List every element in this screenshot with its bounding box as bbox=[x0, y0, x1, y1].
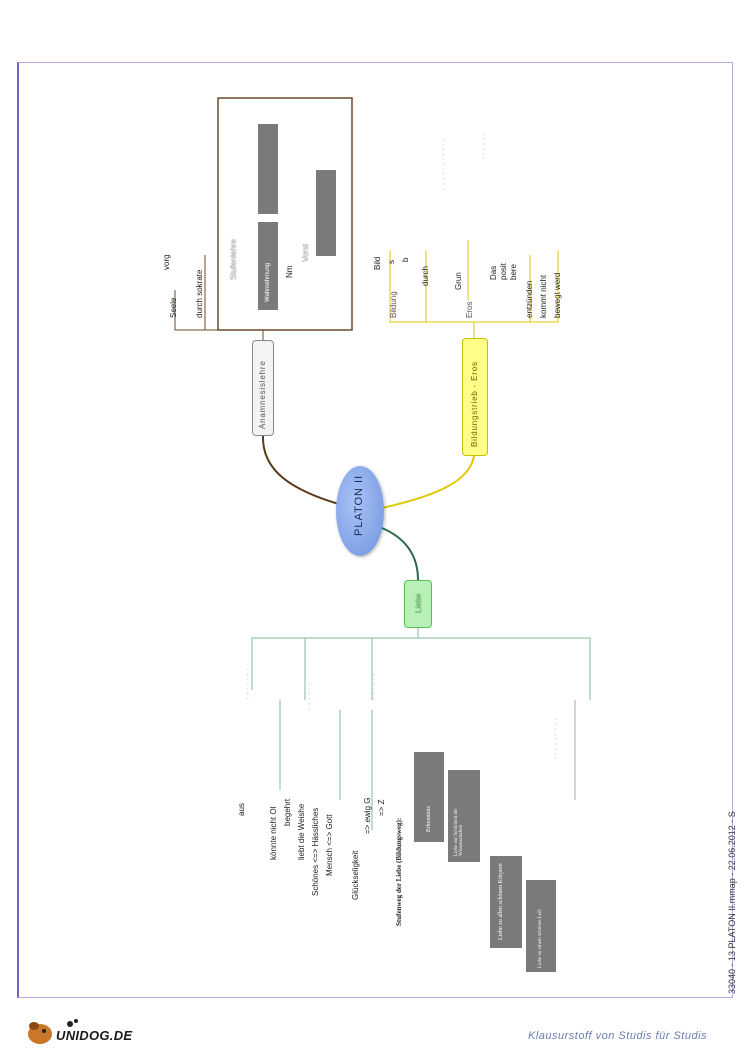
center-label: PLATON II bbox=[353, 474, 365, 536]
liebe-koenne: könnte nicht Ol bbox=[269, 806, 278, 860]
anamnesis-dark-box-3 bbox=[316, 170, 336, 256]
branch-anamnesis-label: Anamnesislehre bbox=[258, 360, 267, 429]
eros-item-1: Bild bbox=[373, 256, 382, 270]
liebe-blur-3: · · · · · · bbox=[369, 672, 378, 700]
eros-bewegt: bewegt werd bbox=[553, 272, 562, 318]
eros-grund: Grun bbox=[454, 272, 463, 290]
branch-liebe-label: Liebe bbox=[414, 593, 423, 613]
anamnesis-box-sub1: Wahrnehmung bbox=[265, 262, 271, 302]
eros-blur-text-2: · · · · · · bbox=[479, 132, 488, 160]
liebe-glueck: Glückseligkeit bbox=[351, 850, 360, 900]
eros-item-2: s bbox=[387, 260, 396, 264]
page-frame bbox=[17, 62, 733, 998]
unidog-logo bbox=[28, 1019, 78, 1044]
liebe-stufenweg: Stufenweg der Liebe (Bildungsweg): bbox=[395, 817, 403, 926]
branch-anamnesis[interactable]: Anamnesislehre bbox=[252, 340, 274, 436]
eros-item-3: b bbox=[401, 257, 410, 262]
eros-eros: Eros bbox=[465, 301, 474, 318]
anamnesis-box-title: Stufenlehre bbox=[229, 239, 238, 280]
eros-blur-text-1: · · · · · · · · · · · bbox=[439, 138, 448, 190]
liebe-z: => Z bbox=[377, 799, 386, 816]
branch-eros[interactable]: Bildungstrieb - Eros bbox=[462, 338, 488, 456]
anamnesis-vorg: vorg bbox=[162, 254, 171, 270]
stufe-box-3: Liebe zu allen schönen Körpern bbox=[490, 856, 522, 948]
liebe-blur-2: · · · · · · bbox=[305, 682, 314, 710]
anamnesis-sokrat: durch sokrate bbox=[195, 269, 204, 318]
stufe-box-3-label: Liebe zu allen schönen Körpern bbox=[498, 863, 504, 940]
anamnesis-box-sub3: Vorst bbox=[301, 243, 310, 262]
logo-text: UNIDOG.DE bbox=[56, 1028, 133, 1043]
liebe-ewig: => ewig G bbox=[363, 797, 372, 834]
file-info-text: 33040 - 13 PLATON II.mmap - 22.06.2012 -… bbox=[727, 811, 737, 994]
stufe-box-2: Liebe zur Schönheit der Wissenschaften bbox=[448, 770, 480, 862]
eros-kommt: kommt nicht bbox=[539, 274, 548, 318]
liebe-mensch: Mensch <=> Gott bbox=[325, 814, 334, 876]
liebe-schoenes: Schönes <=> Hässliches bbox=[311, 807, 320, 896]
stufe-box-1-label: Erkenntnis bbox=[426, 806, 432, 832]
branch-eros-label: Bildungstrieb - Eros bbox=[470, 361, 479, 447]
eros-bildung: Bildung bbox=[389, 291, 398, 318]
center-node[interactable]: PLATON II bbox=[336, 466, 384, 556]
eros-posit: posit bbox=[499, 263, 508, 280]
anamnesis-seele: Seele bbox=[169, 297, 178, 318]
anamnesis-dark-box-2 bbox=[258, 124, 278, 214]
liebe-begehrt: begehrt bbox=[283, 798, 292, 826]
liebe-aus: aus bbox=[237, 803, 246, 816]
eros-durch: durch bbox=[421, 265, 430, 286]
liebe-blur-1: · · · · · · · bbox=[243, 668, 252, 700]
stufe-box-4-label: Liebe zu einem schönen Leib bbox=[538, 909, 543, 968]
liebe-blur-4: · · · · · · · · · bbox=[551, 718, 560, 760]
branch-liebe[interactable]: Liebe bbox=[404, 580, 432, 628]
eros-entzuenden: entzünden bbox=[525, 280, 534, 318]
stufe-box-1: Erkenntnis bbox=[414, 752, 444, 842]
anamnesis-box-sub2: Nm bbox=[285, 265, 294, 278]
liebe-liebt: liebt die Weishe bbox=[297, 803, 306, 860]
eros-das: Das bbox=[489, 265, 498, 280]
stufe-box-2-label: Liebe zur Schönheit der Wissenschaften bbox=[454, 808, 464, 856]
stufe-box-4: Liebe zu einem schönen Leib bbox=[526, 880, 556, 972]
anamnesis-dark-box-1: Wahrnehmung bbox=[258, 222, 278, 310]
footer-tagline: Klausurstoff von Studis für Studis bbox=[528, 1030, 708, 1042]
eros-bere: bere bbox=[509, 263, 518, 280]
